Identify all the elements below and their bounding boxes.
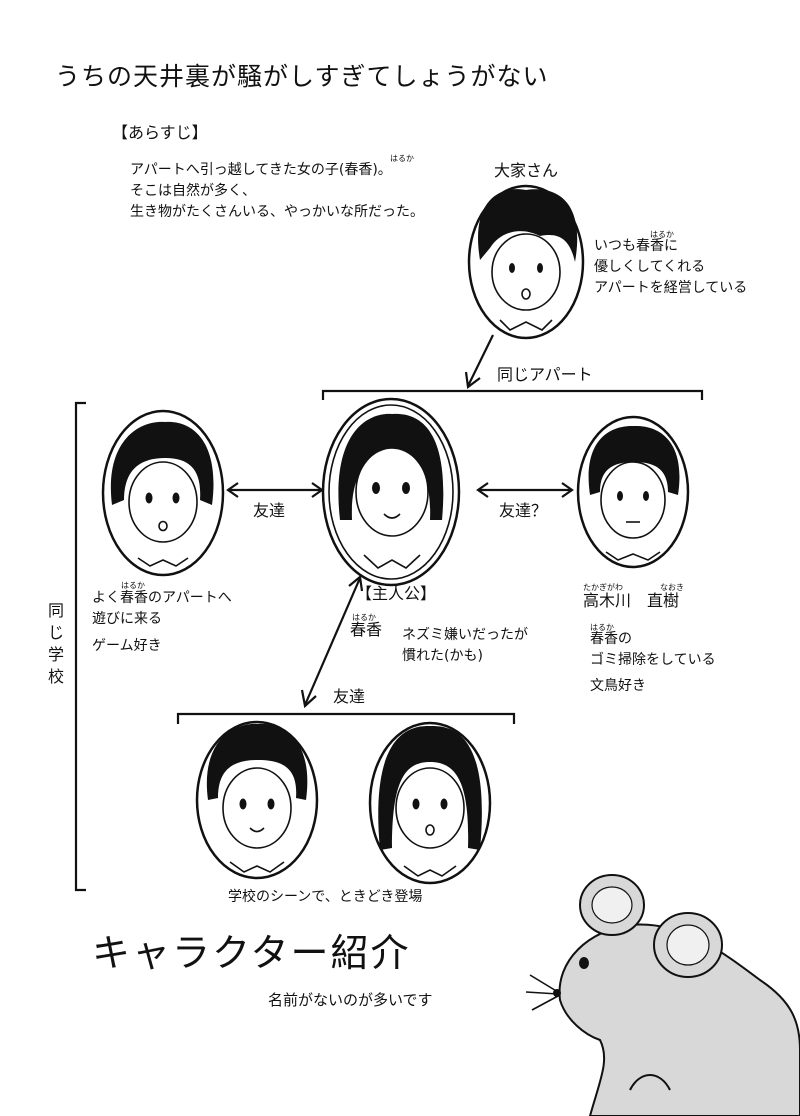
protagonist-name: 春香 — [350, 620, 383, 639]
arrow-landlady-to-apartment — [464, 334, 494, 390]
protagonist-desc-line-1: ネズミ嫌いだったが — [402, 627, 528, 643]
takagi-hobby: 文鳥好き — [590, 678, 646, 694]
landlady-description: いつも春香に 優しくしてくれる アパートを経営している — [594, 236, 747, 299]
left-friend-hobby: ゲーム好き — [92, 638, 162, 654]
same-school-char-4: 校 — [47, 667, 64, 686]
landlady-portrait — [467, 184, 585, 340]
takagi-portrait — [576, 415, 690, 569]
synopsis-line-2: そこは自然が多く、 — [130, 183, 256, 199]
left-friend-line-2: 遊びに来る — [92, 611, 162, 627]
takagi-desc-line-2: ゴミ掃除をしている — [590, 652, 716, 668]
landlady-name: 大家さん — [494, 161, 559, 180]
protagonist-portrait — [321, 397, 461, 587]
friend-left-label: 友達 — [253, 501, 286, 520]
same-school-char-1: 同 — [47, 601, 64, 620]
mouse-illustration — [525, 874, 800, 1116]
synopsis-ruby: はるか — [390, 154, 414, 163]
takagi-ruby-family: たかぎがわ — [583, 583, 623, 592]
same-school-char-3: 学 — [47, 645, 64, 664]
friend-bottom-label: 友達 — [333, 687, 366, 706]
same-apartment-label: 同じアパート — [497, 365, 593, 384]
bracket-same-school — [74, 401, 86, 892]
left-friend-ruby: はるか — [121, 581, 145, 590]
landlady-desc-line-1: いつも春香に — [594, 238, 678, 254]
landlady-desc-line-2: 優しくしてくれる — [594, 259, 706, 275]
landlady-ruby: はるか — [650, 230, 674, 239]
school-scene-note: 学校のシーンで、ときどき登場 — [228, 889, 423, 905]
same-school-char-2: じ — [47, 623, 64, 642]
friend-right-label: 友達？ — [499, 501, 548, 520]
left-friend-line-1: よく春香のアパートへ — [92, 590, 232, 606]
protagonist-ruby: はるか — [352, 613, 376, 622]
left-friend-description: よく春香のアパートへ 遊びに来る — [92, 588, 232, 630]
bracket-friends-bottom — [176, 712, 516, 724]
arrow-friend-bottom — [300, 574, 364, 709]
takagi-desc-ruby: はるか — [590, 623, 614, 632]
takagi-ruby-given: なおき — [660, 583, 684, 592]
protagonist-desc-line-2: 慣れた(かも) — [402, 648, 483, 664]
landlady-desc-line-3: アパートを経営している — [594, 280, 748, 296]
synopsis-line-1: アパートへ引っ越してきた女の子(春香)。 — [130, 162, 392, 178]
school-girl-right-portrait — [368, 721, 492, 885]
bracket-same-apartment — [321, 389, 704, 400]
protagonist-tag: 【主人公】 — [356, 584, 437, 603]
synopsis-heading: 【あらすじ】 — [112, 123, 208, 142]
takagi-name: 高木川 直樹 — [583, 591, 680, 610]
character-intro-heading: キャラクター紹介 — [92, 931, 411, 975]
left-friend-portrait — [101, 409, 225, 577]
arrow-friend-left — [226, 482, 324, 498]
page-title: うちの天井裏が騒がしすぎてしょうがない — [55, 62, 549, 91]
same-school-label: 同 じ 学 校 — [46, 600, 66, 688]
takagi-description: 春香の ゴミ掃除をしている — [590, 629, 716, 671]
synopsis-line-3: 生き物がたくさんいる、やっかいな所だった。 — [130, 204, 424, 220]
protagonist-description: ネズミ嫌いだったが 慣れた(かも) — [402, 625, 528, 667]
synopsis-text: アパートへ引っ越してきた女の子(春香)。 そこは自然が多く、 生き物がたくさんい… — [130, 160, 424, 223]
arrow-friend-right — [476, 482, 574, 498]
school-girl-left-portrait — [195, 720, 319, 880]
takagi-desc-line-1: 春香の — [590, 631, 632, 647]
character-intro-subtitle: 名前がないのが多いです — [268, 991, 433, 1009]
